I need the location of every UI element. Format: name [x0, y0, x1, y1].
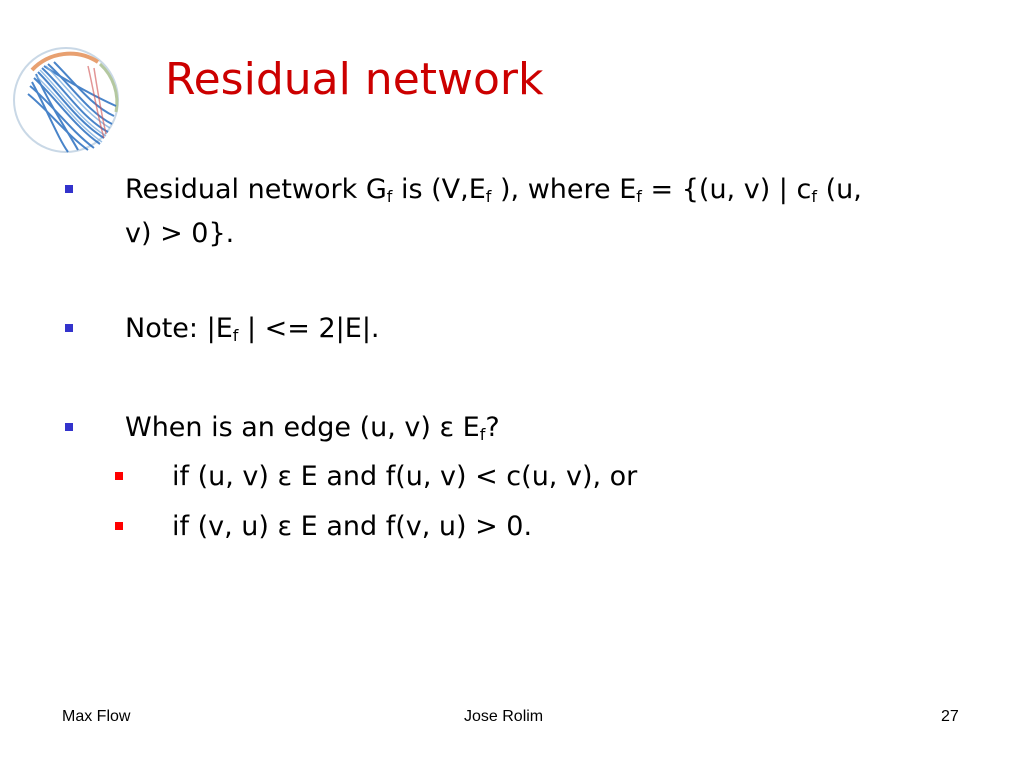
slide-title: Residual network [165, 54, 544, 105]
circular-graph-logo-icon [13, 47, 119, 153]
bullet-text: Residual network Gf is (V,Ef ), where Ef… [125, 174, 862, 206]
bullet-text: When is an edge (u, v) ε Ef? [125, 412, 500, 444]
bullet-marker [65, 324, 73, 332]
bullet-marker [65, 185, 73, 193]
sub-bullet-marker [115, 522, 123, 530]
bullet-text: v) > 0}. [125, 218, 235, 249]
bullet-marker [65, 423, 73, 431]
sub-bullet-text: if (v, u) ε E and f(v, u) > 0. [172, 511, 533, 542]
footer-left: Max Flow [62, 708, 131, 725]
sub-bullet-text: if (u, v) ε E and f(u, v) < c(u, v), or [172, 461, 638, 492]
bullet-text: Note: |Ef | <= 2|E|. [125, 313, 380, 345]
sub-bullet-marker [115, 472, 123, 480]
page-number: 27 [941, 708, 959, 725]
footer-center: Jose Rolim [464, 708, 544, 725]
